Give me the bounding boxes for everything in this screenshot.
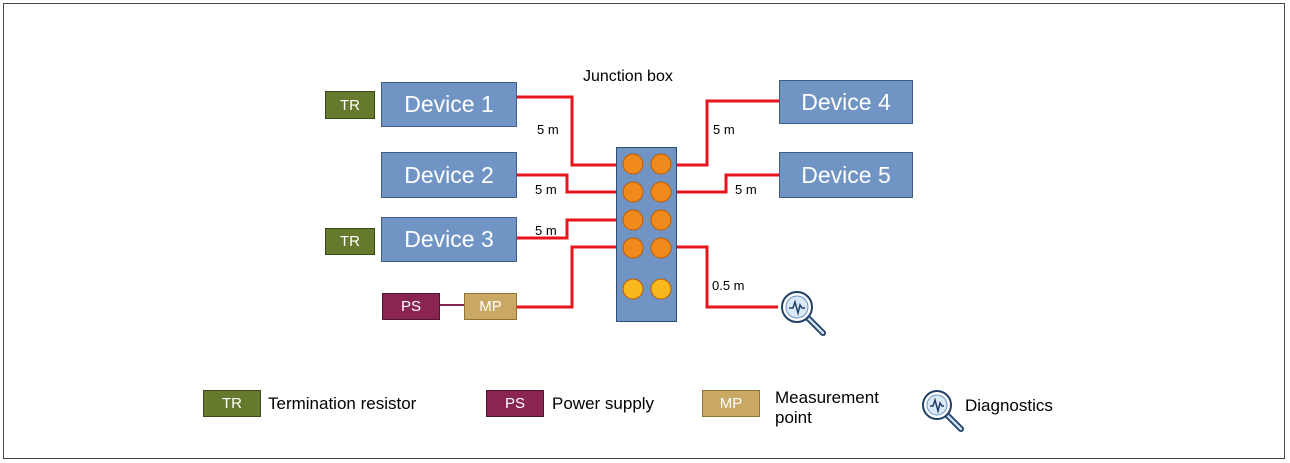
cable-device-3 bbox=[517, 218, 620, 240]
power-supply: PS bbox=[382, 293, 440, 320]
port-l1 bbox=[622, 153, 644, 175]
port-l3 bbox=[622, 209, 644, 231]
termination-resistor-1: TR bbox=[325, 91, 375, 119]
cable-length-device-2: 5 m bbox=[535, 182, 557, 197]
diagnostics-icon-legend bbox=[922, 390, 964, 432]
port-r5 bbox=[650, 278, 672, 300]
termination-resistor-3: TR bbox=[325, 228, 375, 255]
cable-device-2 bbox=[517, 173, 620, 194]
tr-abbrev: TR bbox=[340, 233, 360, 250]
device-2: Device 2 bbox=[381, 152, 517, 198]
device-5-label: Device 5 bbox=[801, 161, 891, 188]
port-r4 bbox=[650, 237, 672, 259]
port-l2 bbox=[622, 181, 644, 203]
mp-abbrev: MP bbox=[479, 298, 502, 315]
port-l5 bbox=[622, 278, 644, 300]
cable-length-diagnostics: 0.5 m bbox=[712, 278, 745, 293]
device-4-label: Device 4 bbox=[801, 88, 891, 115]
legend-tr-text: Termination resistor bbox=[268, 394, 417, 413]
cable-length-device-5: 5 m bbox=[735, 182, 757, 197]
cable-diagnostics bbox=[677, 245, 778, 309]
ps-abbrev: PS bbox=[504, 395, 525, 412]
tr-abbrev: TR bbox=[222, 395, 242, 412]
diagnostics-icon bbox=[781, 291, 826, 336]
device-3-label: Device 3 bbox=[404, 226, 494, 252]
cable-device-5 bbox=[677, 173, 779, 194]
device-4: Device 4 bbox=[779, 80, 913, 124]
cable-device-1 bbox=[517, 95, 620, 167]
device-5: Device 5 bbox=[779, 152, 913, 198]
tr-abbrev: TR bbox=[340, 96, 360, 114]
device-3: Device 3 bbox=[381, 217, 517, 262]
cable-length-device-1: 5 m bbox=[537, 122, 559, 137]
device-1: Device 1 bbox=[381, 82, 517, 127]
mp-abbrev: MP bbox=[719, 395, 743, 412]
legend-ps-text: Power supply bbox=[552, 394, 655, 413]
legend-tr-swatch: TR bbox=[203, 390, 261, 417]
device-2-label: Device 2 bbox=[404, 161, 494, 188]
port-l4 bbox=[622, 237, 644, 259]
legend-ps-swatch: PS bbox=[486, 390, 544, 417]
legend-diagnostics-text: Diagnostics bbox=[965, 396, 1053, 415]
legend-mp-text: Measurement point bbox=[775, 388, 879, 427]
junction-box-title: Junction box bbox=[583, 68, 673, 85]
port-r3 bbox=[650, 209, 672, 231]
cable-length-device-4: 5 m bbox=[713, 122, 735, 137]
device-1-label: Device 1 bbox=[404, 91, 494, 117]
ps-abbrev: PS bbox=[400, 298, 421, 315]
cable-measurement-point bbox=[517, 245, 620, 309]
port-r2 bbox=[650, 181, 672, 203]
measurement-point: MP bbox=[464, 293, 517, 320]
cable-length-device-3: 5 m bbox=[535, 223, 557, 238]
legend-mp-swatch: MP bbox=[702, 390, 760, 417]
cable-device-4 bbox=[677, 99, 779, 167]
port-r1 bbox=[650, 153, 672, 175]
